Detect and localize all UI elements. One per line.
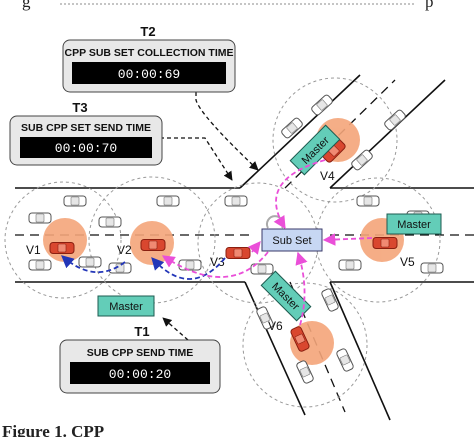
subset-box[interactable]: Sub Set <box>261 215 323 252</box>
t1-title: SUB CPP SEND TIME <box>87 347 194 359</box>
t2-timer: CPP SUB SET COLLECTION TIME 00:00:69 <box>62 39 236 93</box>
t3-title: SUB CPP SET SEND TIME <box>21 122 151 134</box>
leader-t1 <box>162 317 189 341</box>
label-v5: V5 <box>400 255 415 269</box>
t1-timer: SUB CPP SEND TIME 00:00:20 <box>59 339 221 394</box>
subset-label: Sub Set <box>272 235 311 247</box>
arrow-v3-to-subset <box>247 241 261 255</box>
label-v1: V1 <box>26 243 41 257</box>
t2-value: 00:00:69 <box>118 67 180 82</box>
t3-timer: SUB CPP SET SEND TIME 00:00:70 <box>9 115 163 166</box>
label-v2: V2 <box>117 243 132 257</box>
caption-top-fragment: g <box>22 0 31 11</box>
arrow-v5-to-subset <box>322 233 373 246</box>
t3-label: T3 <box>72 100 87 115</box>
leader-t2 <box>195 92 259 171</box>
range-blob-v1 <box>43 218 87 262</box>
caption-bottom-fragment: Figure 1. CPP <box>2 422 104 437</box>
t1-label: T1 <box>134 324 149 339</box>
t3-value: 00:00:70 <box>55 141 117 156</box>
t1-value: 00:00:20 <box>109 367 171 382</box>
range-circle-v4 <box>272 77 398 203</box>
arrow-v4-to-subset <box>273 159 326 230</box>
label-v6: V6 <box>268 319 283 333</box>
master-label-right: Master <box>397 219 431 231</box>
vehicle-v1[interactable] <box>49 242 75 254</box>
label-v4: V4 <box>320 169 335 183</box>
leader-t3 <box>160 137 233 181</box>
t2-title: CPP SUB SET COLLECTION TIME <box>65 47 234 59</box>
caption-top-fragment-end: p <box>425 0 434 11</box>
master-label-bottom-left: Master <box>109 301 143 313</box>
range-circle-v1 <box>4 181 122 299</box>
master-box-right[interactable]: Master <box>386 213 442 235</box>
range-circle-v6 <box>242 282 368 408</box>
vehicle-v5[interactable] <box>372 237 398 249</box>
label-v3: V3 <box>210 255 225 269</box>
arrow-v2-to-v1 <box>61 255 126 274</box>
arrow-subset-to-v2 <box>161 251 269 278</box>
vehicle-v3[interactable] <box>225 247 251 259</box>
arrow-v3-to-v2 <box>151 257 226 280</box>
vehicle-v2[interactable] <box>140 239 166 251</box>
master-box-bottom-left[interactable]: Master <box>97 295 155 317</box>
arrow-v6-to-subset <box>295 251 308 326</box>
t2-label: T2 <box>140 24 155 39</box>
